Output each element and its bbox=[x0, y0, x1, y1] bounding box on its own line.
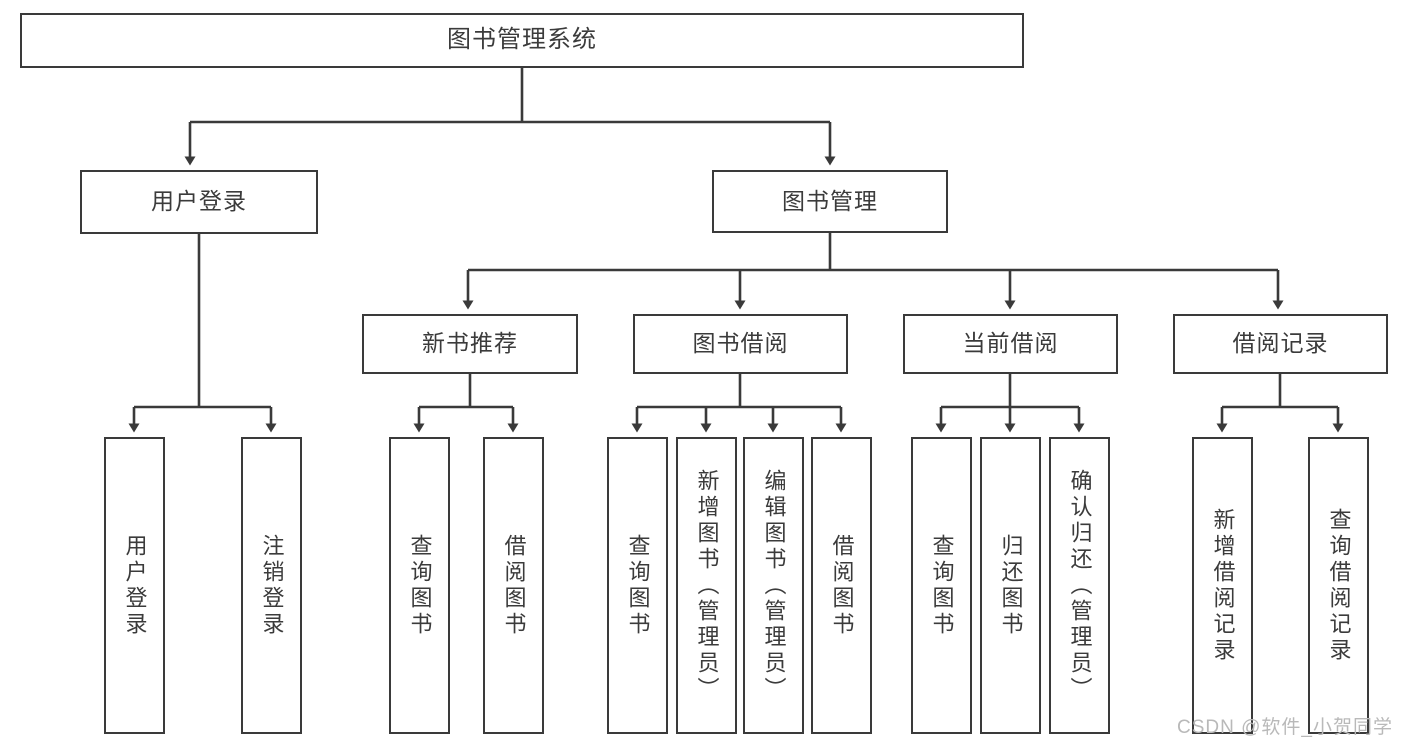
leaf-borrow-book-recommend[interactable]: 借阅图书 bbox=[483, 437, 544, 734]
leaf-add-book-admin[interactable]: 新增图书（管理员） bbox=[676, 437, 737, 734]
leaf-user-login[interactable]: 用户登录 bbox=[104, 437, 165, 734]
node-label: 新增图书（管理员） bbox=[694, 468, 720, 703]
node-label: 用户登录 bbox=[151, 188, 247, 215]
node-label: 借阅记录 bbox=[1232, 330, 1329, 357]
node-label: 新增借阅记录 bbox=[1210, 507, 1236, 664]
node-label: 编辑图书（管理员） bbox=[761, 468, 787, 703]
leaf-query-book-borrow[interactable]: 查询图书 bbox=[607, 437, 668, 734]
node-new-book-recommend[interactable]: 新书推荐 bbox=[362, 314, 578, 374]
leaf-return-book[interactable]: 归还图书 bbox=[980, 437, 1041, 734]
node-current-borrow[interactable]: 当前借阅 bbox=[903, 314, 1118, 374]
node-label: 查询图书 bbox=[407, 533, 433, 638]
node-label: 查询借阅记录 bbox=[1326, 507, 1352, 664]
leaf-query-borrow-record[interactable]: 查询借阅记录 bbox=[1308, 437, 1369, 734]
node-label: 借阅图书 bbox=[829, 533, 855, 638]
leaf-user-logout[interactable]: 注销登录 bbox=[241, 437, 302, 734]
node-borrow-record[interactable]: 借阅记录 bbox=[1173, 314, 1388, 374]
node-label: 图书管理系统 bbox=[447, 26, 597, 54]
leaf-add-borrow-record[interactable]: 新增借阅记录 bbox=[1192, 437, 1253, 734]
leaf-query-book-recommend[interactable]: 查询图书 bbox=[389, 437, 450, 734]
csdn-watermark: CSDN @软件_小贺同学 bbox=[1177, 717, 1393, 738]
node-label: 新书推荐 bbox=[422, 330, 518, 357]
leaf-confirm-return-admin[interactable]: 确认归还（管理员） bbox=[1049, 437, 1110, 734]
node-book-borrow[interactable]: 图书借阅 bbox=[633, 314, 848, 374]
leaf-query-book-current[interactable]: 查询图书 bbox=[911, 437, 972, 734]
leaf-borrow-book[interactable]: 借阅图书 bbox=[811, 437, 872, 734]
node-label: 确认归还（管理员） bbox=[1067, 468, 1093, 703]
node-label: 查询图书 bbox=[929, 533, 955, 638]
node-root-system[interactable]: 图书管理系统 bbox=[20, 13, 1024, 68]
node-user-login[interactable]: 用户登录 bbox=[80, 170, 318, 234]
node-label: 图书借阅 bbox=[692, 330, 789, 357]
node-label: 图书管理 bbox=[782, 187, 878, 214]
node-label: 查询图书 bbox=[625, 533, 651, 638]
node-book-manage[interactable]: 图书管理 bbox=[712, 170, 948, 233]
node-label: 用户登录 bbox=[122, 533, 148, 638]
node-label: 归还图书 bbox=[998, 533, 1024, 638]
node-label: 注销登录 bbox=[259, 533, 285, 638]
node-label: 当前借阅 bbox=[962, 330, 1059, 357]
node-label: 借阅图书 bbox=[501, 533, 527, 638]
leaf-edit-book-admin[interactable]: 编辑图书（管理员） bbox=[743, 437, 804, 734]
